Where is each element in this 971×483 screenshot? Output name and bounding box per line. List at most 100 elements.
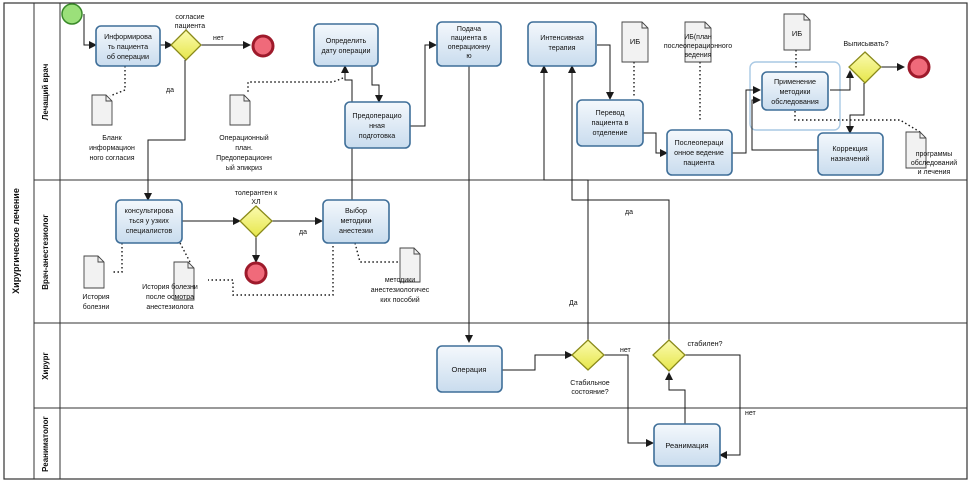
document-label-line: болезни — [83, 303, 110, 311]
flow-label-yes: да — [166, 87, 174, 94]
document-label-line: программы — [916, 151, 953, 158]
gateway-tolerant[interactable]: толерантен к ХЛ — [235, 190, 278, 238]
end-event[interactable] — [251, 34, 275, 58]
gateway-label-line: стабилен? — [687, 339, 722, 348]
task-consult[interactable]: консультирова ться у узких специалистов — [115, 199, 183, 244]
gateway-label-line: пациента — [175, 23, 205, 30]
gateway-label-line: Стабильное — [570, 379, 609, 387]
flow — [540, 65, 589, 340]
end-event[interactable] — [907, 55, 931, 79]
events — [61, 3, 931, 285]
task-label-line: отделение — [592, 128, 627, 137]
document-label-line: Предоперационн — [216, 155, 272, 162]
task-label-line: подготовка — [359, 131, 396, 140]
task-label-line: пациента — [683, 158, 714, 167]
selection-highlight — [749, 61, 841, 131]
task-operation[interactable]: Операция — [436, 345, 503, 393]
document-label-line: обследований — [911, 159, 957, 167]
gateway-label-line: толерантен к — [235, 190, 278, 197]
document-ib-2[interactable]: ИБ(план послеоперационного ведения — [664, 21, 732, 63]
task-anesthesia[interactable]: Выбор методики анестезии — [322, 199, 390, 244]
document-op-plan[interactable]: Операционный план. Предоперационн ый эпи… — [216, 94, 272, 172]
document-ib-3[interactable]: ИБ — [783, 13, 811, 51]
task-label-line: Интенсивная — [540, 33, 584, 42]
gateway-discharge[interactable]: Выписывать? — [843, 39, 889, 84]
task-label-line: специалистов — [126, 226, 173, 235]
task-methods[interactable]: Применение методики обследования — [761, 71, 829, 111]
task-correction[interactable]: Коррекция назначений — [817, 132, 884, 176]
task-label-line: Применение — [774, 77, 816, 86]
flow — [665, 372, 686, 424]
sequence-flows — [83, 14, 905, 459]
flow-label-yes: Да — [569, 300, 578, 307]
task-label-line: терапия — [548, 43, 575, 52]
document-label-line: История — [82, 294, 109, 301]
task-resuscitation[interactable]: Реанимация — [653, 423, 721, 467]
task-label-line: обследования — [771, 97, 819, 106]
flow — [568, 65, 670, 340]
task-intensive[interactable]: Интенсивная терапия — [527, 21, 597, 67]
gateway-label-line: Выписывать? — [843, 39, 888, 48]
document-label-line: план. — [235, 145, 253, 152]
document-label-line: ведения — [685, 52, 712, 59]
task-label-line: Информирова — [104, 32, 152, 41]
task-label-line: назначений — [831, 154, 870, 163]
task-label-line: пациента в — [451, 35, 487, 42]
task-inform[interactable]: Информирова ть пациента об операции — [95, 25, 161, 67]
flow-label-yes: да — [625, 209, 633, 216]
document-history-after[interactable]: История болезни после осмотра анестезиол… — [142, 261, 198, 311]
document-anesthesia-methods[interactable]: методики анестезиологичес ких пособий — [371, 247, 430, 304]
task-label-line: Операция — [452, 365, 487, 374]
flow-label-no: нет — [620, 347, 632, 354]
gateway-stable[interactable]: Стабильное состояние? — [570, 339, 610, 396]
document-label-line: и лечения — [918, 169, 951, 176]
task-postop[interactable]: Послеопераци онное ведение пациента — [666, 129, 733, 176]
gateway-stable2[interactable]: стабилен? — [652, 339, 723, 372]
association — [354, 242, 398, 263]
document-label-line: ИБ — [630, 37, 640, 46]
task-label-line: об операции — [107, 52, 149, 61]
document-history[interactable]: История болезни — [82, 255, 110, 311]
document-programs[interactable]: программы обследований и лечения — [905, 131, 957, 176]
task-preop[interactable]: Предоперацио нная подготовка — [344, 101, 411, 149]
lane-label-anesthesiologist: Врач-анестезиолог — [41, 214, 50, 290]
start-event[interactable] — [61, 3, 83, 25]
task-submit[interactable]: Подача пациента в операционну ю — [436, 21, 502, 67]
document-label-line: послеоперационного — [664, 43, 732, 50]
task-label-line: Реанимация — [665, 441, 708, 450]
task-label-line: методики — [340, 216, 371, 225]
flow — [502, 351, 573, 371]
document-label-line: ый эпикриз — [226, 164, 262, 172]
task-label-line: ться у узких — [129, 216, 169, 225]
lane-label-surgeon: Хирург — [41, 352, 50, 380]
gateway-label-line: ХЛ — [251, 199, 261, 206]
document-consent-form[interactable]: Бланк информацион ного согласия — [89, 94, 135, 162]
task-label-line: Предоперацио — [352, 111, 401, 120]
lanes: Лечащий врач Врач-анестезиолог Хирург Ре… — [34, 63, 967, 472]
end-event[interactable] — [244, 261, 268, 285]
task-transfer[interactable]: Перевод пациента в отделение — [576, 99, 644, 147]
association — [208, 242, 334, 296]
flow — [685, 354, 741, 459]
task-label-line: Выбор — [345, 206, 367, 215]
flow-label-no: нет — [745, 410, 757, 417]
document-label-line: ИБ — [792, 29, 802, 38]
task-label-line: Определить — [326, 36, 367, 45]
task-label-line: консультирова — [125, 206, 174, 215]
gateways: согласие пациента толерантен к ХЛ Стабил… — [170, 14, 889, 396]
document-ib-1[interactable]: ИБ — [621, 21, 649, 63]
association — [794, 111, 921, 133]
task-label-line: анестезии — [339, 226, 373, 235]
gateway-label-line: согласие — [175, 14, 204, 21]
association — [247, 77, 344, 92]
flow — [751, 96, 818, 151]
document-label-line: информацион — [89, 145, 135, 152]
document-label-line: ного согласия — [89, 155, 134, 162]
pool-label: Хирургическое лечение — [11, 188, 21, 294]
document-label-line: Операционный — [219, 134, 268, 142]
task-set-date[interactable]: Определить дату операции — [313, 23, 379, 67]
flow — [732, 86, 761, 154]
gateway-consent[interactable]: согласие пациента — [170, 14, 205, 61]
task-label-line: методики — [779, 87, 810, 96]
